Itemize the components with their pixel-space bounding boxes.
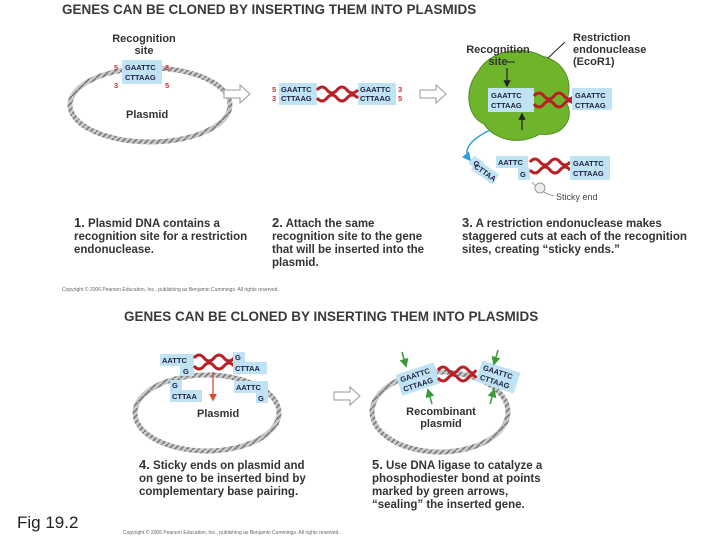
seq-gaattc: GAATTC (360, 85, 391, 94)
sticky-end-label: Sticky end (556, 192, 598, 202)
gene-fragment: AATTC G G CTTAA (160, 352, 267, 402)
top-panel-title: GENES CAN BE CLONED BY INSERTING THEM IN… (62, 2, 477, 17)
process-arrow (419, 83, 447, 105)
seq-g: G (172, 381, 178, 390)
end-3: 3 (272, 94, 276, 103)
bottom-panel-title: GENES CAN BE CLONED BY INSERTING THEM IN… (124, 309, 539, 324)
copyright-notice: Copyright © 2006 Pearson Education, Inc.… (123, 530, 340, 536)
recombinant-plasmid-label: Recombinant plasmid (406, 406, 476, 430)
plasmid-ring (132, 372, 282, 454)
ligase-arrow (491, 349, 501, 366)
seq-cttaag: CTTAAG (360, 94, 391, 103)
hand-pointer (534, 182, 546, 194)
step-1-caption: 1. Plasmid DNA contains a recognition si… (74, 215, 248, 256)
seq-g: G (520, 170, 526, 179)
step-3-caption: 3. A restriction endonuclease makes stag… (462, 215, 687, 256)
step-2-caption: 2. Attach the same recognition site to t… (272, 215, 425, 269)
seq-cttaag: CTTAAG (281, 94, 312, 103)
recombinant-plasmid-ring (369, 369, 511, 455)
seq-cttaa: CTTAA (172, 392, 197, 401)
cut-arrow-blue (461, 129, 491, 162)
seq-g: G (235, 353, 241, 362)
copyright-notice: Copyright © 2006 Pearson Education, Inc.… (62, 287, 279, 293)
gene-helix (315, 93, 360, 103)
plasmid-label: Plasmid (197, 408, 240, 420)
recognition-site-label: Recognition site (112, 33, 176, 57)
gene-helix (528, 165, 572, 175)
enzyme-label: Restriction endonuclease (EcoR1) (573, 32, 647, 68)
recognition-site-box (572, 88, 612, 110)
seq-cttaag: CTTAAG (491, 101, 522, 110)
seq-cttaag: CTTAAG (125, 73, 156, 82)
recognition-site-box (488, 88, 534, 112)
step-5-caption: 5. Use DNA ligase to catalyze a phosphod… (372, 457, 543, 511)
process-arrow (223, 83, 251, 105)
seq-g: G (258, 394, 264, 403)
seq-gaattc: GAATTC (125, 63, 156, 72)
end-3: 3 (114, 81, 118, 90)
recombinant-insert: GAATTC CTTAAG GAATTC CTTAAG (395, 360, 521, 396)
seq-aattc: AATTC (236, 383, 261, 392)
ligase-arrow (425, 388, 435, 405)
sticky-end-fragments: G CTTAA AATTC G GAATTC CTTAAG (468, 155, 610, 185)
seq-cttaag: CTTAAG (575, 101, 606, 110)
seq-gaattc: GAATTC (573, 159, 604, 168)
step-4-caption: 4. Sticky ends on plasmid and on gene to… (139, 457, 306, 498)
recognition-site-box (358, 83, 396, 105)
gene-helix (532, 91, 576, 101)
seq-gaattc: GAATTC (281, 85, 312, 94)
ligase-arrow (487, 388, 497, 405)
end-5: 5 (114, 63, 118, 72)
figure-label: Fig 19.2 (17, 513, 79, 532)
end-5: 5 (165, 81, 169, 90)
seq-g: G (183, 367, 189, 376)
end-5: 5 (272, 85, 276, 94)
end-3: 3 (398, 85, 402, 94)
plasmid-sticky-ends: G CTTAA AATTC G (170, 380, 268, 403)
seq-gaattc: GAATTC (575, 91, 606, 100)
seq-cttaag: CTTAAG (573, 169, 604, 178)
seq-cttaa: CTTAA (235, 364, 260, 373)
gene-helix (528, 157, 572, 167)
seq-aattc: AATTC (498, 158, 523, 167)
seq-g: G (471, 159, 481, 170)
seq-gaattc: GAATTC (491, 91, 522, 100)
end-5: 5 (398, 94, 402, 103)
end-3: 3 (165, 63, 169, 72)
gene-helix (532, 99, 576, 109)
leader-line (547, 41, 566, 59)
gene-helix (315, 85, 360, 95)
gene-with-sites: GAATTC CTTAAG GAATTC CTTAAG 5 3 3 5 (272, 83, 402, 105)
plasmid-label: Plasmid (126, 109, 169, 121)
recognition-site-box (122, 60, 162, 84)
ecori-enzyme: GAATTC CTTAAG GAATTC CTTAAG (468, 41, 612, 141)
seq-aattc: AATTC (162, 356, 187, 365)
process-arrow (333, 385, 361, 407)
ligase-arrow (399, 351, 409, 368)
recognition-site-label: Recognition site (466, 44, 530, 68)
recognition-site-box (279, 83, 317, 105)
